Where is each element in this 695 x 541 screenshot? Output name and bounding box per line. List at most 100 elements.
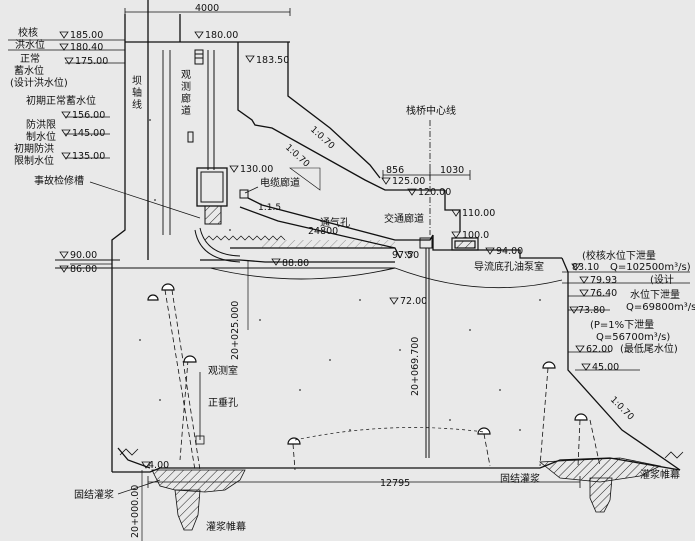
elev-72: 72.00 [400,296,427,307]
label-design-discharge-3: Q=69800m³/s) [626,302,695,313]
label-normal-3: (设计洪水位) [10,76,68,89]
gate-slot-leader [89,181,201,219]
elev-130: 130.00 [240,164,273,175]
label-normal-1: 正常 [20,52,40,65]
elev-183-50: 183.50 [256,55,289,66]
elev-125: 125.00 [392,176,425,187]
dim-bridge-right: 1030 [440,165,464,176]
gate-shaft [194,49,249,263]
gallery-domes [147,283,588,445]
elev-100: 100.0 [462,230,489,241]
pump-room [451,237,479,251]
dim-top-width: 4000 [195,3,219,14]
dim-gate-len: 24800 [308,226,338,237]
elev-88-80: 88.80 [282,258,309,269]
label-check-flood-2: 洪水位 [15,38,45,51]
elev-62: 62.00 [586,344,613,355]
consolidation-grout-right [538,457,662,483]
label-dam-axis-1: 坝 [132,75,142,87]
label-curtain-left: 灌浆帷幕 [206,520,246,533]
aeration-band [262,240,395,248]
label-min-tail: (最低尾水位) [620,342,678,355]
elev-90: 90.00 [70,250,97,261]
gallery-arc [209,267,563,289]
consolidation-left-leader [117,479,161,495]
station-1: 20+025.000 [230,301,241,360]
level-markers [59,31,591,469]
label-slope-ramp: 1:1.5 [258,203,281,213]
label-consolidation-right: 固结灌浆 [500,472,540,485]
obs-gallery-box [187,131,194,143]
ground-wave-left [119,448,139,456]
cable-gallery-leader [244,186,259,194]
gate-slot-hatch [205,206,221,224]
label-pump-room: 导流底孔油泵室 [474,260,544,273]
plumb-line [195,372,205,445]
drain-holes [164,289,601,471]
consolidation-grout-left [151,469,246,493]
dim-base-len: 12795 [380,478,410,489]
curtain-grout-right [589,477,613,513]
label-obs-gallery-3: 廊 [181,92,191,105]
concrete-speckle [139,119,541,431]
curtain-grout-left [174,489,201,531]
label-obs-gallery-1: 观 [181,69,191,81]
drain-curve [294,427,485,441]
ground-wave-right [664,451,684,459]
label-early-normal: 初期正常蓄水位 [26,94,96,107]
label-plumb-hole: 正垂孔 [208,397,238,409]
slope-ramp-mark [289,167,321,191]
elev-check-flood: 185.00 [70,30,103,41]
label-obs-gallery-2: 测 [181,80,191,93]
gate-leaf-teeth [204,235,286,241]
elev-83-10: 83.10 [572,262,599,273]
label-cable-gallery: 电缆廊道 [260,176,300,189]
elev-45: 45.00 [592,362,619,373]
label-check-discharge-1: (校核水位下泄量 [582,249,656,262]
dam-outline [111,0,681,473]
station-3: 20+000.00 [130,485,141,538]
label-consolidation-left: 固结灌浆 [74,488,114,501]
downstream-water-lines [562,271,690,371]
elev-4: 4.00 [148,460,169,471]
elev-flood-limit: 145.00 [72,128,105,139]
label-aeration-hole: 通气孔 [320,216,350,229]
elev-early-flood: 135.00 [72,151,105,162]
label-p1-discharge-1: (P=1%下泄量 [590,318,654,331]
elev-86: 86.00 [70,264,97,275]
label-bridge-center: 栈桥中心线 [406,104,456,117]
label-p1-discharge-2: Q=56700m³/s) [596,332,670,343]
label-design-discharge-2: 水位下泄量 [630,288,680,301]
elev-110: 110.00 [462,208,495,219]
label-check-flood-1: 校核 [18,26,38,39]
label-check-discharge-2: Q=102500m³/s) [610,262,691,273]
elev-76-40: 76.40 [590,288,617,299]
elev-top-180: 180.00 [205,30,238,41]
label-early-flood-1: 初期防洪 [14,142,54,155]
traffic-gallery [419,237,433,458]
elev-79-93: 79.93 [590,275,617,286]
dim-top [124,8,291,16]
dim-bridge-left: 856 [386,165,404,176]
label-slope-mid: 1:0.70 [283,143,311,170]
upstream-water-lines [8,39,125,265]
elev-97-50: 97.50 [392,250,419,261]
elev-120: 120.00 [418,187,451,198]
label-traffic-gallery: 交通廊道 [384,212,424,225]
label-flood-limit-2: 制水位 [26,130,56,143]
label-design-discharge-1: (设计 [650,273,674,286]
elev-normal-pool: 175.00 [75,56,108,67]
elev-94: 94.00 [496,246,523,257]
label-obs-gallery-4: 道 [181,104,191,117]
label-dam-axis-3: 线 [132,98,142,111]
elev-design-flood: 180.40 [70,42,103,53]
label-normal-2: 蓄水位 [14,64,44,77]
label-curtain-right: 灌浆帷幕 [640,468,680,481]
label-slope-upper: 1:0.70 [308,125,336,152]
label-early-flood-2: 限制水位 [14,154,54,167]
label-dam-axis-2: 轴 [132,86,142,99]
label-obs-room: 观测室 [208,364,238,377]
label-gate-slot: 事故检修槽 [34,174,84,187]
station-2: 20+069.700 [410,337,421,396]
